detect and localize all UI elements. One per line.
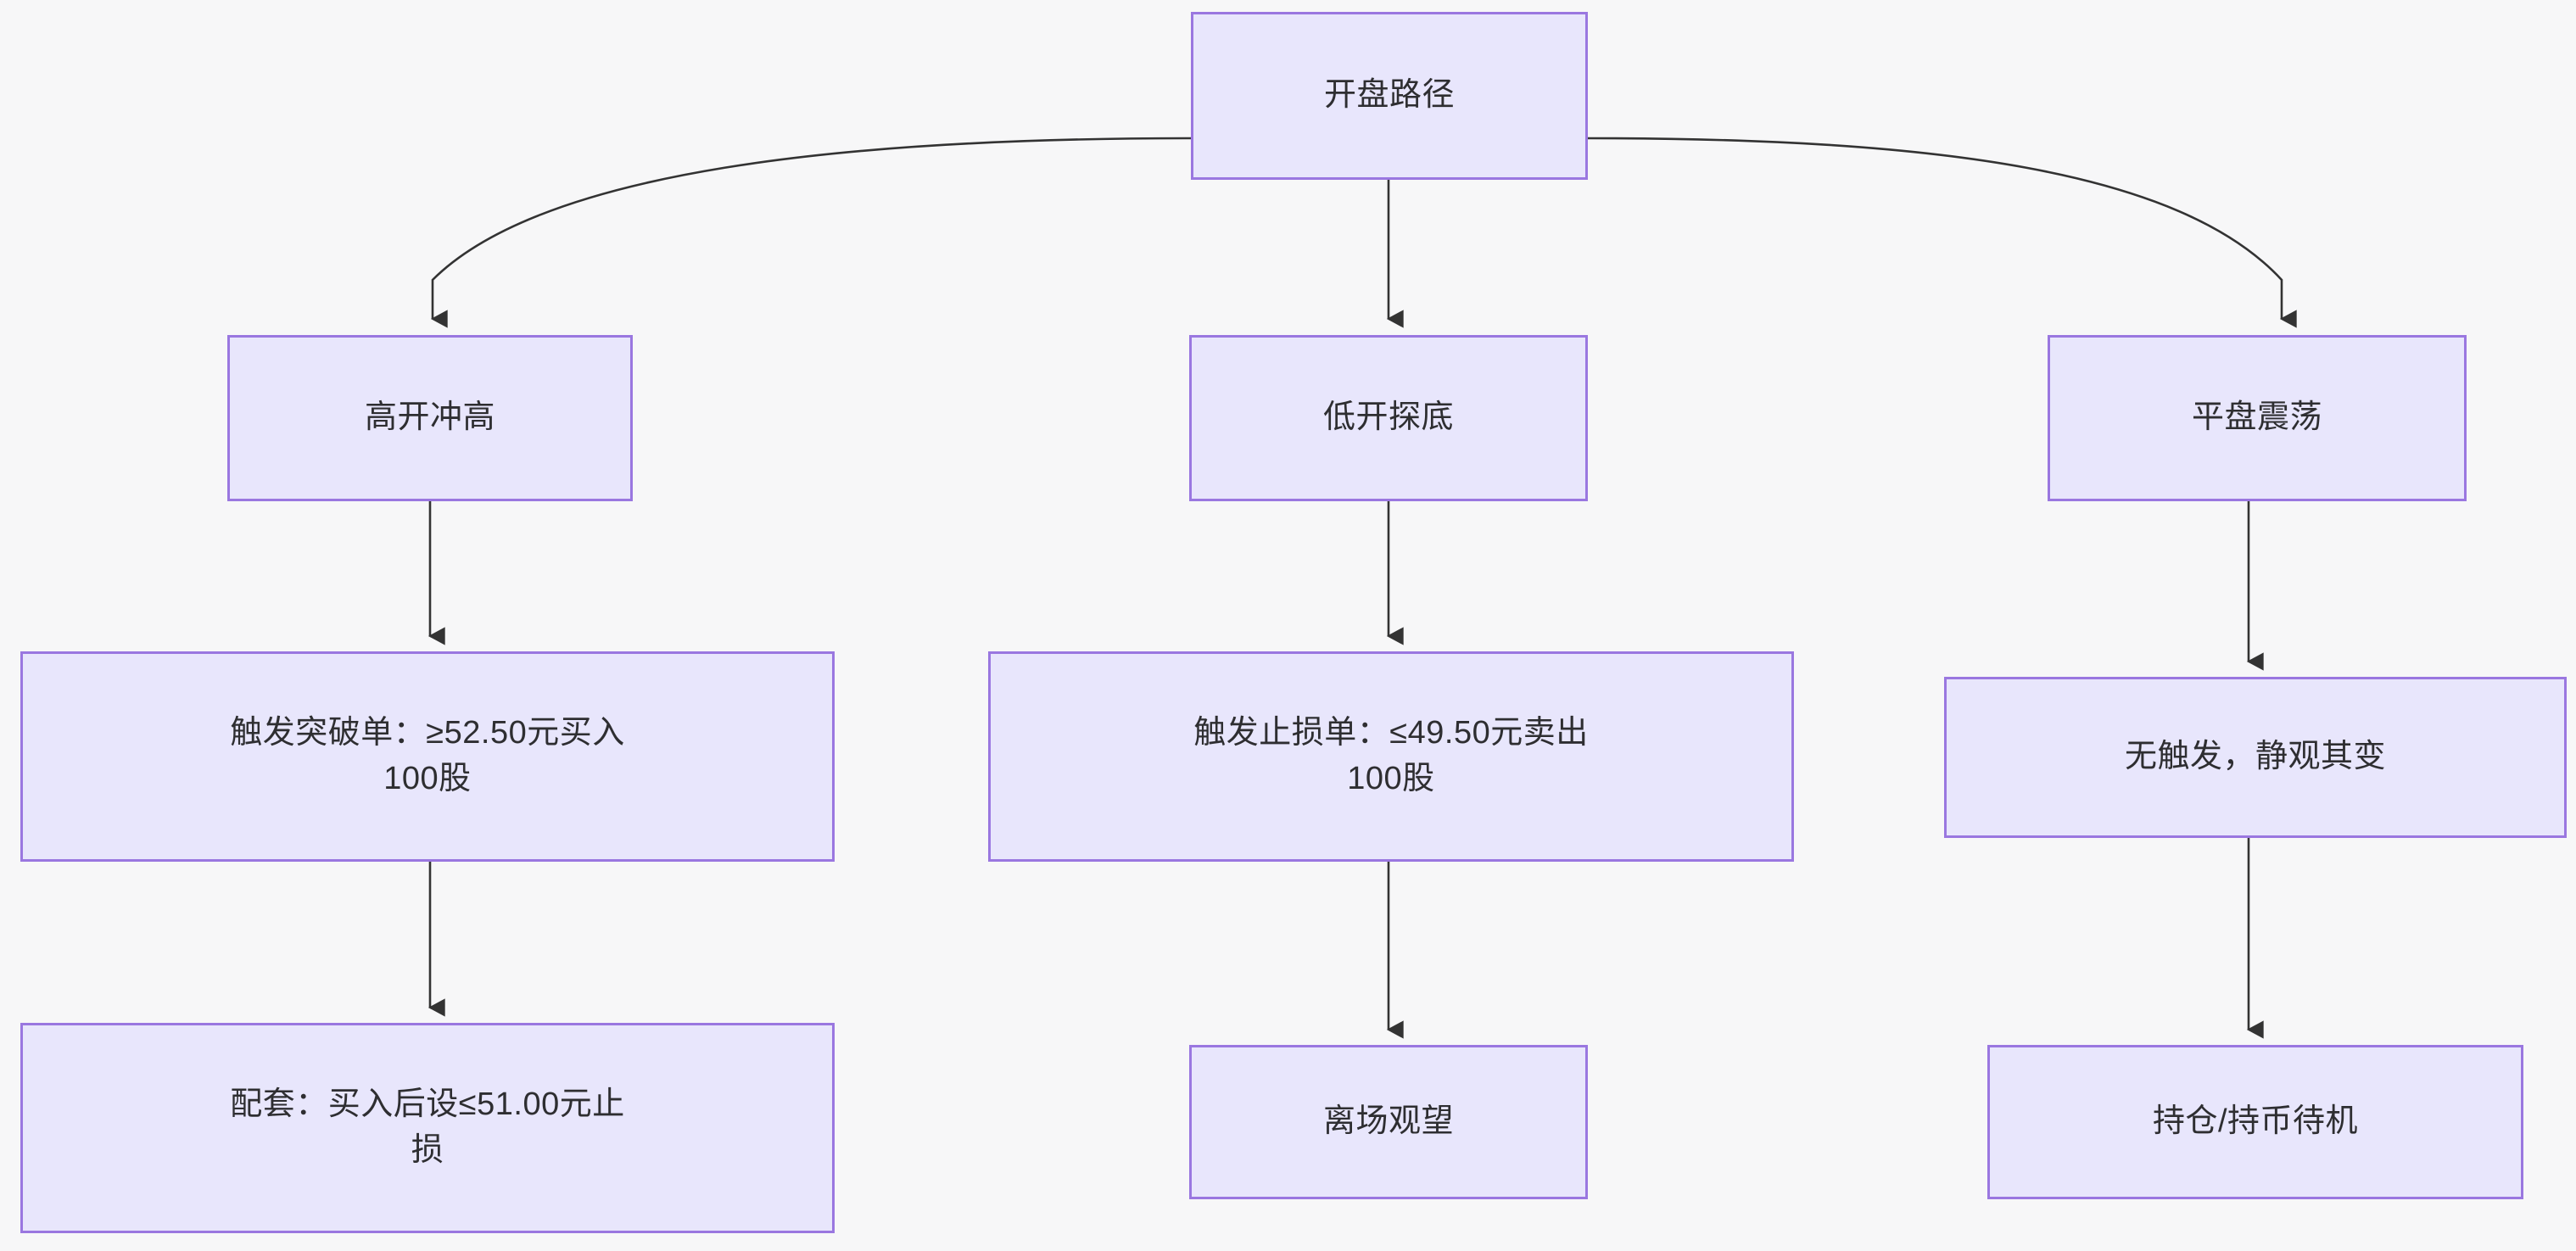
edge-root-to-branch-flat-open [1587,137,2297,328]
node-branch-flat-open[interactable]: 平盘震荡 [2048,335,2467,501]
node-action-breakout-order[interactable]: 触发突破单：≥52.50元买入 100股 [20,651,835,862]
node-label-branch-low-open: 低开探底 [1322,399,1454,436]
edges-group [427,137,2297,1039]
node-label-branch-high-open: 高开冲高 [364,399,495,436]
node-followup-exit-watch[interactable]: 离场观望 [1189,1045,1588,1199]
node-branch-low-open[interactable]: 低开探底 [1189,335,1588,501]
node-label-root: 开盘路径 [1323,77,1455,114]
node-label-followup-set-stoploss: 配套：买入后设≤51.00元止 损 [230,1086,625,1168]
edge-root-to-branch-high-open [430,137,1192,328]
node-label-action-breakout-order: 触发突破单：≥52.50元买入 100股 [230,715,625,796]
node-label-action-no-trigger: 无触发，静观其变 [2124,739,2386,775]
node-followup-set-stoploss[interactable]: 配套：买入后设≤51.00元止 损 [20,1023,835,1233]
node-branch-high-open[interactable]: 高开冲高 [227,335,633,501]
node-label-followup-hold-or-cash: 持仓/持币待机 [2152,1103,2359,1140]
node-label-followup-exit-watch: 离场观望 [1322,1103,1454,1140]
node-label-action-stoploss-order: 触发止损单：≤49.50元卖出 100股 [1193,715,1589,796]
node-followup-hold-or-cash[interactable]: 持仓/持币待机 [1987,1045,2523,1199]
node-action-no-trigger[interactable]: 无触发，静观其变 [1944,677,2567,838]
node-label-branch-flat-open: 平盘震荡 [2191,399,2322,436]
node-root[interactable]: 开盘路径 [1191,12,1588,180]
node-action-stoploss-order[interactable]: 触发止损单：≤49.50元卖出 100股 [988,651,1794,862]
